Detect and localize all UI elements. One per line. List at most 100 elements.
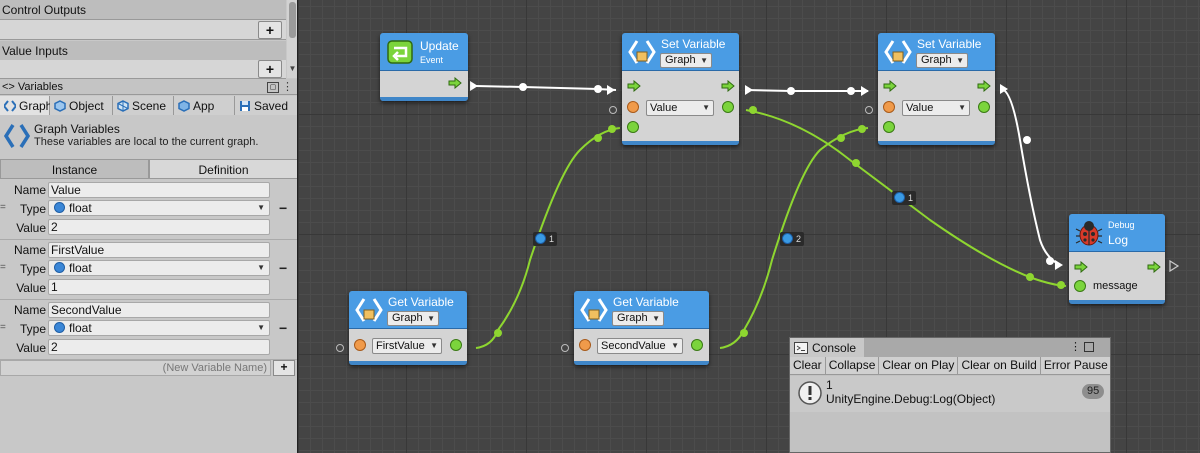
value-output-port[interactable] xyxy=(978,101,990,113)
clear-on-build-button[interactable]: Clear on Build xyxy=(958,357,1041,375)
object-input-port[interactable] xyxy=(883,101,895,113)
variable-name-dropdown[interactable]: FirstValue▼ xyxy=(372,338,442,354)
tab-definition[interactable]: Definition xyxy=(149,159,297,179)
add-value-input-button[interactable]: + xyxy=(258,60,282,78)
tab-graph[interactable]: Graph xyxy=(0,96,52,115)
clear-button[interactable]: Clear xyxy=(790,357,826,375)
collapse-button[interactable]: Collapse xyxy=(826,357,880,375)
tab-object-label: Object xyxy=(69,98,104,113)
tab-saved[interactable]: Saved xyxy=(235,96,297,115)
drag-handle-icon[interactable]: = xyxy=(0,322,6,333)
wire-value-badge: 1 xyxy=(533,232,558,246)
debug-log-node[interactable]: Debug Log message xyxy=(1069,214,1165,304)
drag-handle-icon[interactable]: = xyxy=(0,202,6,213)
get-variable-node[interactable]: Get Variable Graph▼ SecondValue▼ xyxy=(574,291,709,365)
value-input-port[interactable] xyxy=(883,121,895,133)
variable-scope-dropdown[interactable]: Graph▼ xyxy=(387,311,439,326)
graph-icon xyxy=(4,99,16,112)
variable-name-dropdown[interactable]: Value▼ xyxy=(646,100,714,116)
log-stacktrace: UnityEngine.Debug:Log(Object) xyxy=(826,392,996,406)
value-output-port[interactable] xyxy=(691,339,703,351)
float-type-icon xyxy=(54,202,65,213)
chevron-down-icon: ▼ xyxy=(700,56,708,65)
value-output-port[interactable] xyxy=(450,339,462,351)
inspector-panel: Control Outputs + Value Inputs + ▼ <> Va… xyxy=(0,0,298,453)
unconnected-port-icon[interactable] xyxy=(609,106,617,114)
variable-name-dropdown[interactable]: SecondValue▼ xyxy=(597,338,683,354)
variable-name-field[interactable]: FirstValue xyxy=(48,242,270,258)
unconnected-port-icon[interactable] xyxy=(865,106,873,114)
message-input-port[interactable] xyxy=(1074,280,1086,292)
value-inputs-header[interactable]: Value Inputs xyxy=(0,41,286,61)
get-variable-node[interactable]: Get Variable Graph▼ FirstValue▼ xyxy=(349,291,467,365)
app-icon xyxy=(178,99,190,112)
scrollbar-thumb[interactable] xyxy=(289,2,296,38)
console-log-entry[interactable]: 1 UnityEngine.Debug:Log(Object) 95 xyxy=(790,376,1110,412)
console-menu-icon[interactable]: ⋮ xyxy=(1070,341,1081,353)
flow-output-port-icon[interactable] xyxy=(448,77,462,89)
object-input-port[interactable] xyxy=(627,101,639,113)
new-variable-name-input[interactable]: (New Variable Name) xyxy=(0,360,271,376)
variable-value-field[interactable]: 2 xyxy=(48,219,270,235)
unconnected-port-icon[interactable] xyxy=(561,344,569,352)
variable-name-field[interactable]: SecondValue xyxy=(48,302,270,318)
panel-menu-icon[interactable]: ⋮ xyxy=(282,81,293,93)
tab-instance[interactable]: Instance xyxy=(0,159,149,179)
add-variable-button[interactable]: + xyxy=(273,360,295,376)
set-variable-node[interactable]: Set Variable Graph▼ Value▼ xyxy=(878,33,995,145)
remove-variable-button[interactable]: − xyxy=(279,200,288,216)
flow-output-port-icon[interactable] xyxy=(977,80,991,92)
chevron-down-icon: ▼ xyxy=(671,341,679,350)
node-title: Get Variable xyxy=(613,295,679,309)
add-control-output-button[interactable]: + xyxy=(258,21,282,39)
scroll-down-arrow-icon[interactable]: ▼ xyxy=(288,64,297,73)
tab-saved-label: Saved xyxy=(254,98,289,113)
chevron-down-icon: ▼ xyxy=(427,314,435,323)
object-input-port[interactable] xyxy=(579,339,591,351)
control-outputs-header[interactable]: Control Outputs xyxy=(0,0,286,20)
clear-on-play-button[interactable]: Clear on Play xyxy=(879,357,959,375)
unconnected-port-icon[interactable] xyxy=(336,344,344,352)
tab-app[interactable]: App xyxy=(174,96,235,115)
remove-variable-button[interactable]: − xyxy=(279,260,288,276)
node-title: Get Variable xyxy=(388,295,454,309)
variable-type-dropdown[interactable]: float▼ xyxy=(48,320,270,336)
scrollbar[interactable] xyxy=(287,0,297,78)
set-variable-icon xyxy=(628,40,656,64)
variable-value-field[interactable]: 2 xyxy=(48,339,270,355)
variable-scope-dropdown[interactable]: Graph▼ xyxy=(660,53,712,68)
scene-icon xyxy=(117,99,129,112)
update-event-node[interactable]: Update Event xyxy=(380,33,468,101)
float-type-icon xyxy=(894,192,905,203)
drag-handle-icon[interactable]: = xyxy=(0,262,6,273)
flow-output-port-icon[interactable] xyxy=(1147,261,1161,273)
value-input-port[interactable] xyxy=(627,121,639,133)
variable-type-value: float xyxy=(69,321,92,335)
flow-output-port-icon[interactable] xyxy=(721,80,735,92)
value-output-port[interactable] xyxy=(722,101,734,113)
console-tab[interactable]: Console xyxy=(790,338,865,357)
variable-scope-dropdown[interactable]: Graph▼ xyxy=(916,53,968,68)
set-variable-node[interactable]: Set Variable Graph▼ Value▼ xyxy=(622,33,739,145)
maximize-icon[interactable] xyxy=(1084,342,1094,352)
object-input-port[interactable] xyxy=(354,339,366,351)
get-variable-icon xyxy=(355,298,383,322)
remove-variable-button[interactable]: − xyxy=(279,320,288,336)
variable-name-field[interactable]: Value xyxy=(48,182,270,198)
error-pause-button[interactable]: Error Pause xyxy=(1041,357,1110,375)
node-title: Set Variable xyxy=(661,37,726,51)
unconnected-flow-output-icon[interactable] xyxy=(1168,260,1180,272)
tab-object[interactable]: Object xyxy=(50,96,113,115)
flow-input-port-icon[interactable] xyxy=(883,80,897,92)
flow-input-port-icon[interactable] xyxy=(1074,261,1088,273)
variable-type-dropdown[interactable]: float▼ xyxy=(48,200,270,216)
variable-type-dropdown[interactable]: float▼ xyxy=(48,260,270,276)
variable-value-field[interactable]: 1 xyxy=(48,279,270,295)
float-type-icon xyxy=(54,322,65,333)
variable-scope-dropdown[interactable]: Graph▼ xyxy=(612,311,664,326)
variable-name-dropdown[interactable]: Value▼ xyxy=(902,100,970,116)
flow-input-port-icon[interactable] xyxy=(627,80,641,92)
panel-options-icon[interactable]: ▢ xyxy=(267,82,279,93)
chevron-down-icon: ▼ xyxy=(702,103,710,112)
tab-scene[interactable]: Scene xyxy=(113,96,174,115)
